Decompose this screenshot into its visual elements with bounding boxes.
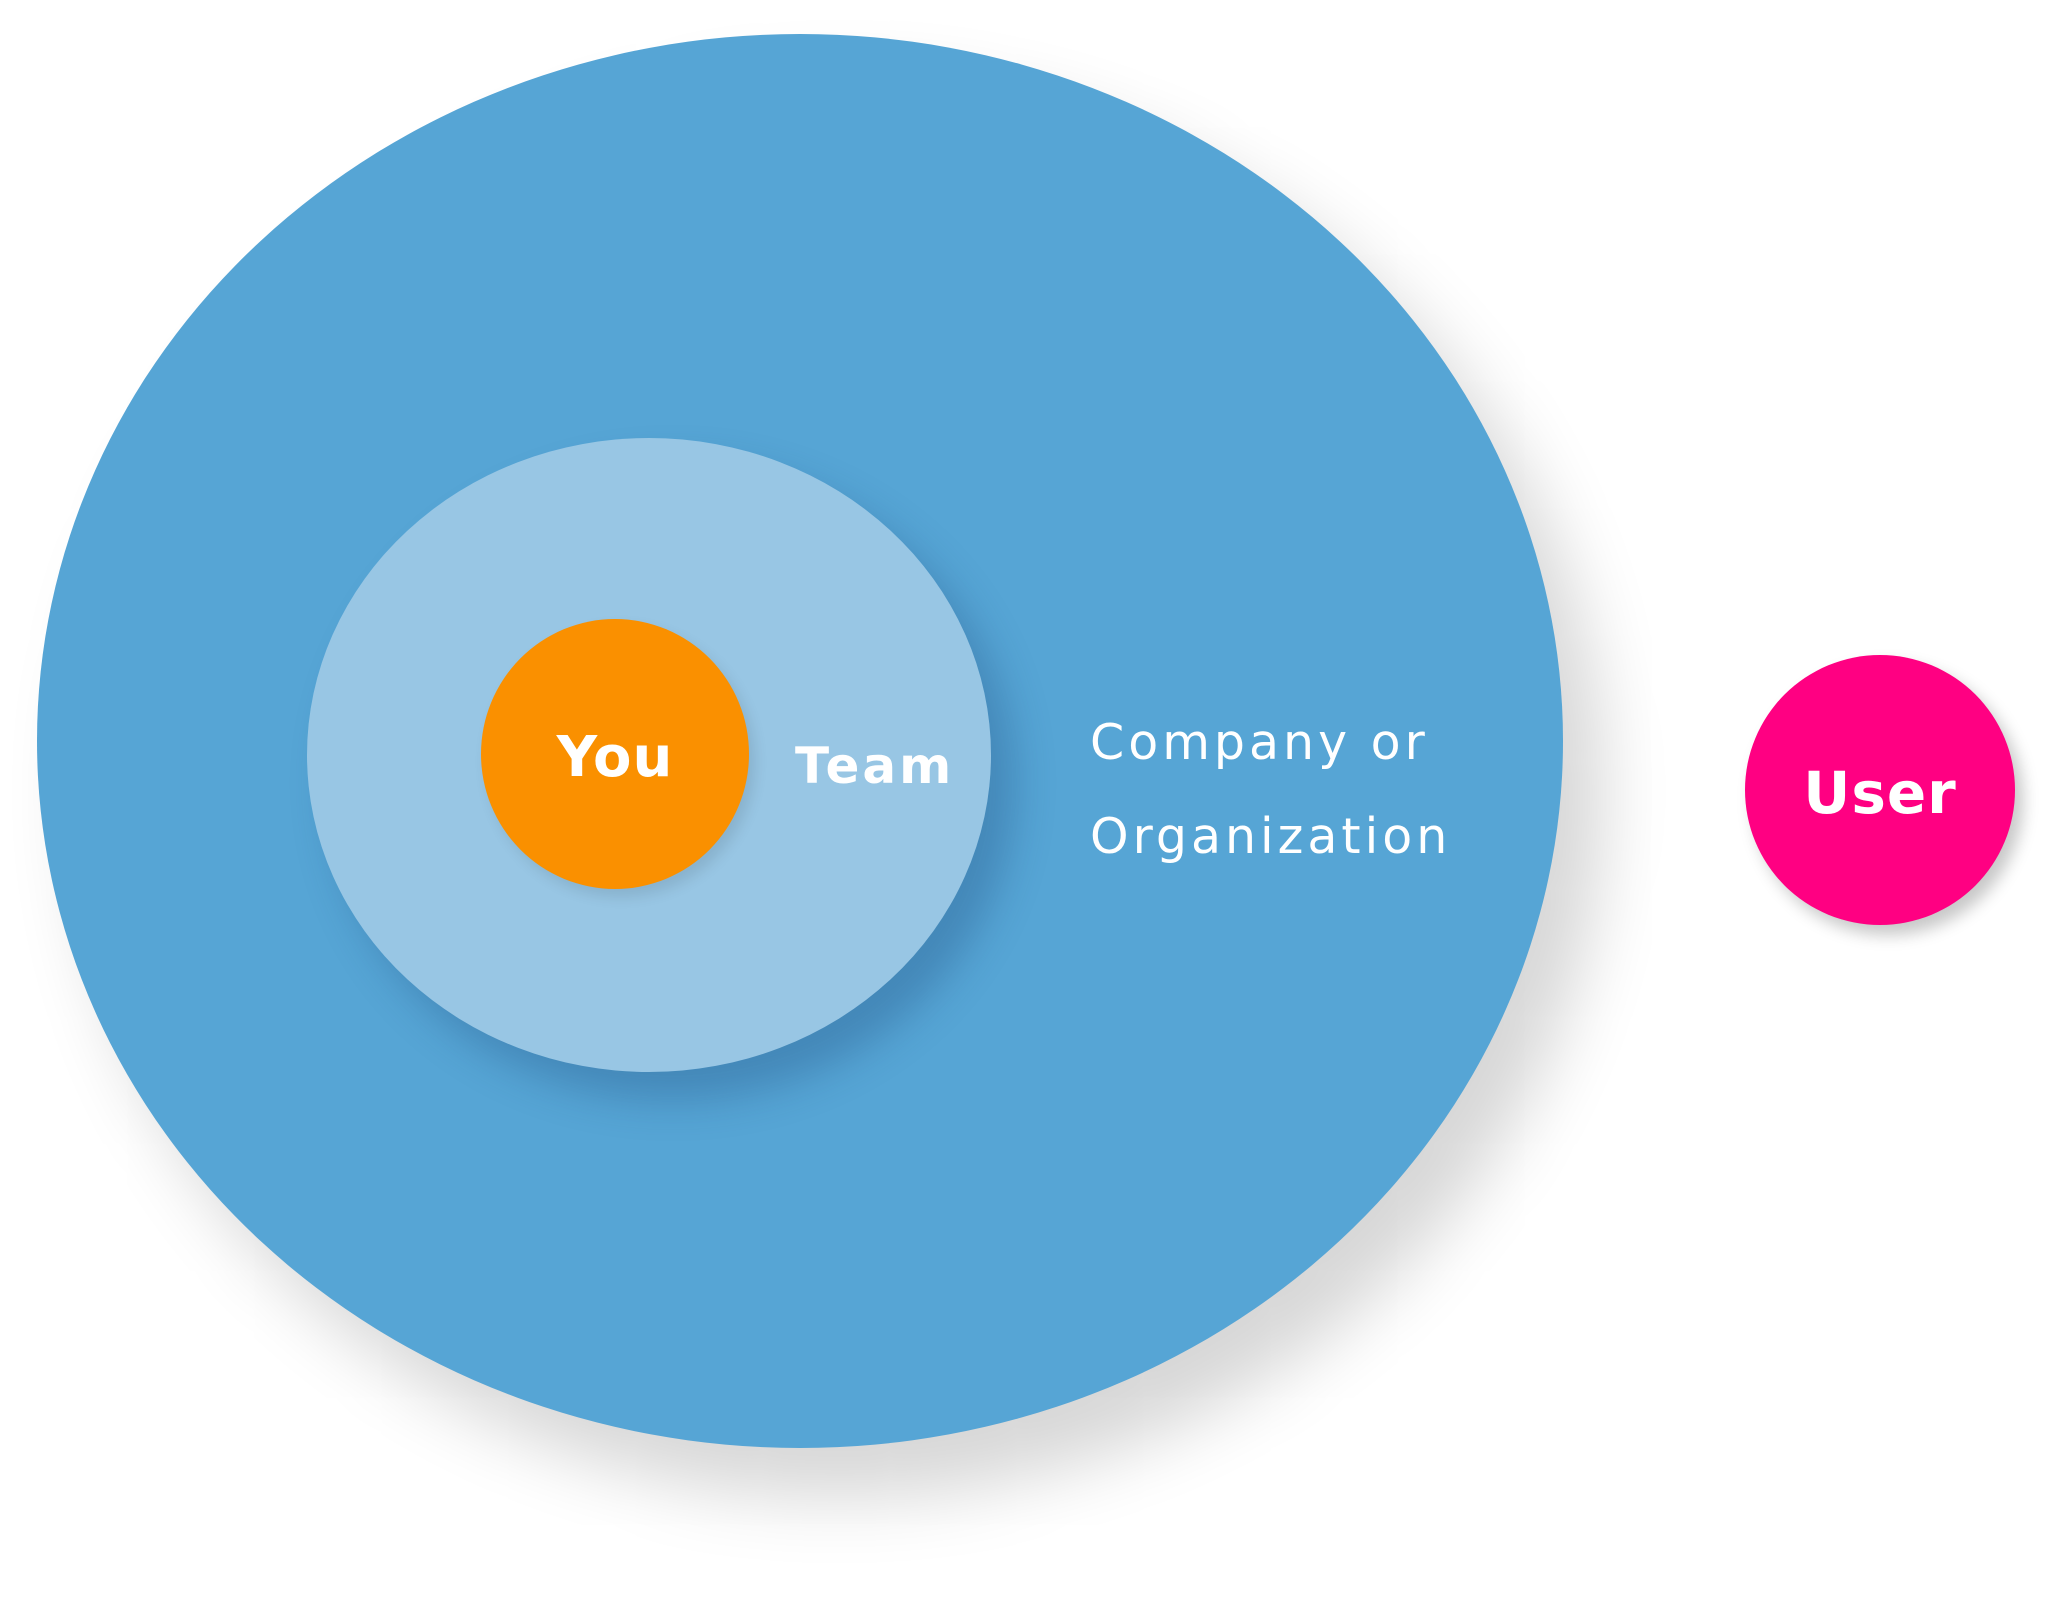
company-label-line1: Company or [1090,714,1429,771]
company-label: Company or Organization [1090,696,1451,884]
user-circle [1745,655,2015,925]
team-label: Team [795,737,955,795]
company-label-line2: Organization [1090,808,1452,865]
user-label: User [1803,759,1957,827]
you-label: You [556,725,674,790]
you-circle [481,619,749,889]
